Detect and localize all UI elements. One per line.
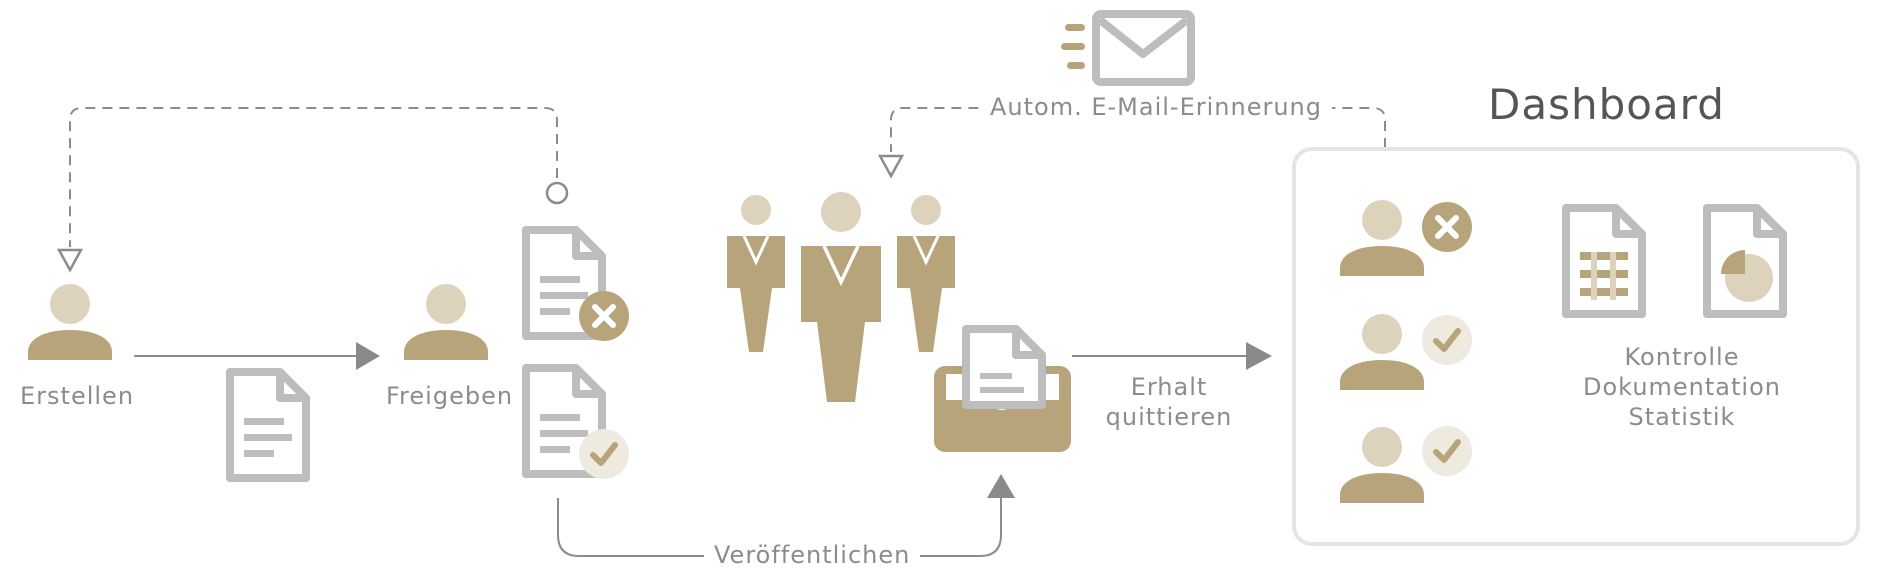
email-dashed-connector [890, 107, 1386, 165]
person-icon [28, 284, 112, 360]
inbox-tray-icon [934, 325, 1071, 452]
document-approved-icon [526, 368, 629, 479]
feature-kontrolle: Kontrolle [1624, 343, 1740, 371]
check-badge-icon [1422, 315, 1472, 365]
person-icon [404, 284, 488, 360]
spreadsheet-document-icon [1566, 208, 1642, 314]
check-badge-icon [579, 429, 629, 479]
arrowhead-up [987, 474, 1015, 498]
receipt-label: Erhalt quittieren [1102, 372, 1236, 432]
veroeffentlichen-label: Veröffentlichen [704, 540, 921, 570]
feature-statistik: Statistik [1628, 403, 1736, 431]
open-arrowhead [56, 248, 84, 273]
receipt-label-line2: quittieren [1105, 403, 1233, 431]
dashboard-title: Dashboard [1488, 80, 1725, 129]
dashboard-features: Kontrolle Dokumentation Statistik [1582, 342, 1782, 432]
envelope-icon [1061, 10, 1195, 86]
return-dashed-connector [69, 107, 558, 247]
open-arrowhead [877, 154, 905, 179]
arrowhead [1246, 342, 1272, 370]
email-reminder-label: Autom. E-Mail-Erinnerung [980, 92, 1333, 122]
x-badge-icon [1422, 202, 1472, 252]
x-badge-icon [579, 291, 629, 341]
document-icon [230, 372, 306, 478]
connector-origin [545, 181, 569, 205]
step-label-freigeben: Freigeben [386, 382, 514, 410]
receipt-label-line1: Erhalt [1130, 373, 1208, 401]
step-label-erstellen: Erstellen [20, 382, 135, 410]
check-badge-icon [1422, 426, 1472, 476]
arrowhead [356, 342, 380, 370]
feature-dokumentation: Dokumentation [1583, 373, 1781, 401]
document-rejected-icon [526, 230, 629, 341]
group-icon [727, 192, 955, 402]
chart-document-icon [1707, 208, 1783, 314]
